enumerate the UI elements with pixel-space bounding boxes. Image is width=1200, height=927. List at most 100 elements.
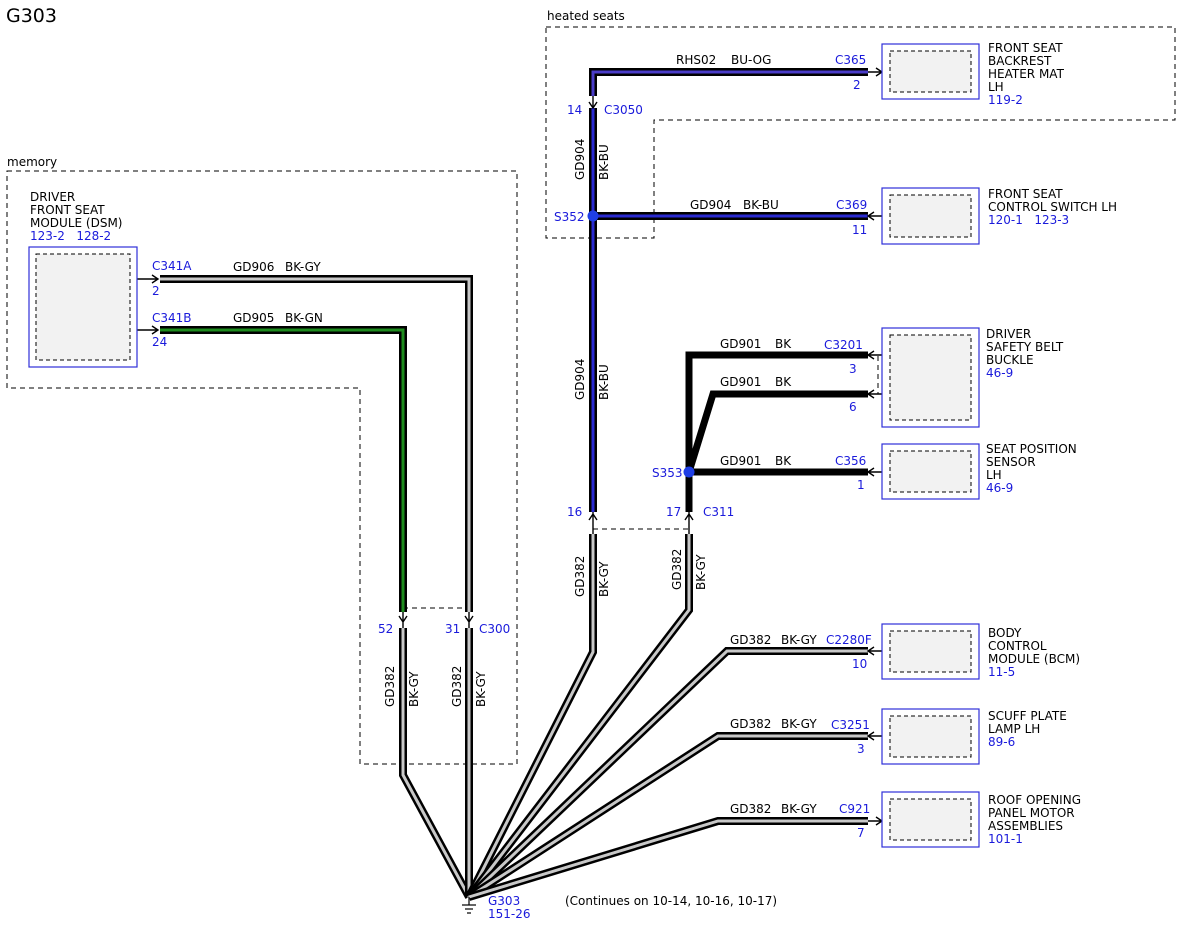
bcm-ref: 11-5 — [988, 665, 1015, 679]
wire-label-gd904-branch: GD904 — [690, 198, 731, 212]
backrest-name-3: HEATER MAT — [988, 67, 1065, 81]
wire-rhs02 — [589, 68, 868, 96]
component-backrest-heater — [881, 43, 980, 100]
ground-icon — [462, 897, 476, 914]
wire-gd382-scuff — [468, 734, 868, 899]
component-roof-motor — [881, 791, 980, 848]
connector-c921-pin: 7 — [857, 826, 865, 840]
switch-name-1: FRONT SEAT — [988, 187, 1063, 201]
connector-c365: C365 — [835, 53, 866, 67]
wire-color-gd905: BK-GN — [285, 311, 323, 325]
wire-gd901-c3201-3 — [685, 351, 868, 472]
wire-label-gd901-a: GD901 — [720, 337, 761, 351]
wire-color-gd382-c300-31: BK-GY — [474, 671, 488, 707]
wire-gd905 — [160, 326, 407, 612]
connector-c300-pin52: 52 — [378, 622, 393, 636]
wire-rhs02-stripe — [591, 70, 868, 96]
connector-c3251: C3251 — [831, 718, 870, 732]
heated-seats-label: heated seats — [547, 9, 625, 23]
wire-label-gd901-c: GD901 — [720, 454, 761, 468]
switch-ref: 120-1 123-3 — [988, 213, 1069, 227]
connector-c3201-pin6: 6 — [849, 400, 857, 414]
splice-s353-label: S353 — [652, 466, 683, 480]
scuff-ref: 89-6 — [988, 735, 1015, 749]
wire-label-gd382-scuff: GD382 — [730, 717, 771, 731]
dsm-name-2: FRONT SEAT — [30, 203, 105, 217]
wire-gd382-bcm — [467, 649, 868, 899]
scuff-name-1: SCUFF PLATE — [988, 709, 1067, 723]
splice-s352 — [587, 210, 599, 222]
connector-c356: C356 — [835, 454, 866, 468]
wire-color-gd904-top: BK-BU — [597, 144, 611, 180]
wire-gd382-c311-17 — [467, 534, 691, 898]
wire-color-gd904-mid: BK-BU — [597, 364, 611, 400]
page-title: G303 — [6, 5, 57, 27]
connector-c341a: C341A — [152, 259, 192, 273]
splice-s352-label: S352 — [554, 210, 585, 224]
wire-label-gd382-bcm: GD382 — [730, 633, 771, 647]
sensor-name-1: SEAT POSITION — [986, 442, 1077, 456]
bcm-name-3: MODULE (BCM) — [988, 652, 1080, 666]
wire-color-rhs02: BU-OG — [731, 53, 771, 67]
connector-c365-pin: 2 — [853, 78, 861, 92]
wire-label-gd382-roof: GD382 — [730, 802, 771, 816]
wire-label-gd905: GD905 — [233, 311, 274, 325]
connector-c311-pin16: 16 — [567, 505, 582, 519]
connector-c3251-pin: 3 — [857, 742, 865, 756]
connector-c3201-pin3: 3 — [849, 362, 857, 376]
splice-s353 — [683, 466, 695, 478]
wire-gd906-stripe — [160, 277, 471, 612]
connector-c356-pin: 1 — [857, 478, 865, 492]
connector-c3050: C3050 — [604, 103, 643, 117]
switch-name-2: CONTROL SWITCH LH — [988, 200, 1117, 214]
roof-name-3: ASSEMBLIES — [988, 819, 1063, 833]
dsm-name-1: DRIVER — [30, 190, 75, 204]
wire-label-gd906: GD906 — [233, 260, 274, 274]
wire-gd382-c311-16 — [467, 534, 595, 898]
ground-name: G303 — [488, 894, 520, 908]
sensor-name-2: SENSOR — [986, 455, 1036, 469]
wire-label-gd382-c311-16: GD382 — [573, 556, 587, 597]
connector-c3050-pin: 14 — [567, 103, 582, 117]
wire-label-gd901-b: GD901 — [720, 375, 761, 389]
connector-c369-pin: 11 — [852, 223, 867, 237]
connector-c2280f-pin: 10 — [852, 657, 867, 671]
component-scuff-lamp — [881, 708, 980, 765]
memory-region — [6, 170, 518, 765]
wire-gd901-c3201-6 — [685, 390, 868, 474]
wire-color-gd382-c300-52: BK-GY — [407, 671, 421, 707]
wire-label-gd904-top: GD904 — [573, 139, 587, 180]
wire-color-gd382-bcm: BK-GY — [781, 633, 817, 647]
connector-c311-pin17: 17 — [666, 505, 681, 519]
connector-c300-pin31: 31 — [445, 622, 460, 636]
buckle-name-1: DRIVER — [986, 327, 1031, 341]
connector-c341b-pin: 24 — [152, 335, 167, 349]
wire-color-gd382-c311-17: BK-GY — [694, 554, 708, 590]
wire-label-gd382-c300-52: GD382 — [383, 666, 397, 707]
wire-color-gd382-c311-16: BK-GY — [597, 561, 611, 597]
ground-note: (Continues on 10-14, 10-16, 10-17) — [565, 894, 777, 908]
wire-color-gd901-b: BK — [775, 375, 792, 389]
bcm-name-2: CONTROL — [988, 639, 1047, 653]
wire-gd906 — [160, 275, 473, 612]
wire-label-gd382-c311-17: GD382 — [670, 549, 684, 590]
bcm-name-1: BODY — [988, 626, 1022, 640]
roof-ref: 101-1 — [988, 832, 1023, 846]
backrest-ref: 119-2 — [988, 93, 1023, 107]
scuff-name-2: LAMP LH — [988, 722, 1040, 736]
buckle-ref: 46-9 — [986, 366, 1013, 380]
connector-c3201: C3201 — [824, 338, 863, 352]
roof-name-2: PANEL MOTOR — [988, 806, 1075, 820]
wire-color-gd904-branch: BK-BU — [743, 198, 779, 212]
connector-c300: C300 — [479, 622, 510, 636]
connector-c921: C921 — [839, 802, 870, 816]
wire-label-rhs02: RHS02 — [676, 53, 716, 67]
wire-label-gd904-mid: GD904 — [573, 359, 587, 400]
backrest-name-1: FRONT SEAT — [988, 41, 1063, 55]
connector-arrows — [137, 67, 884, 826]
connector-c311: C311 — [703, 505, 734, 519]
memory-label: memory — [7, 155, 57, 169]
ground-ref: 151-26 — [488, 907, 531, 921]
buckle-name-3: BUCKLE — [986, 353, 1034, 367]
